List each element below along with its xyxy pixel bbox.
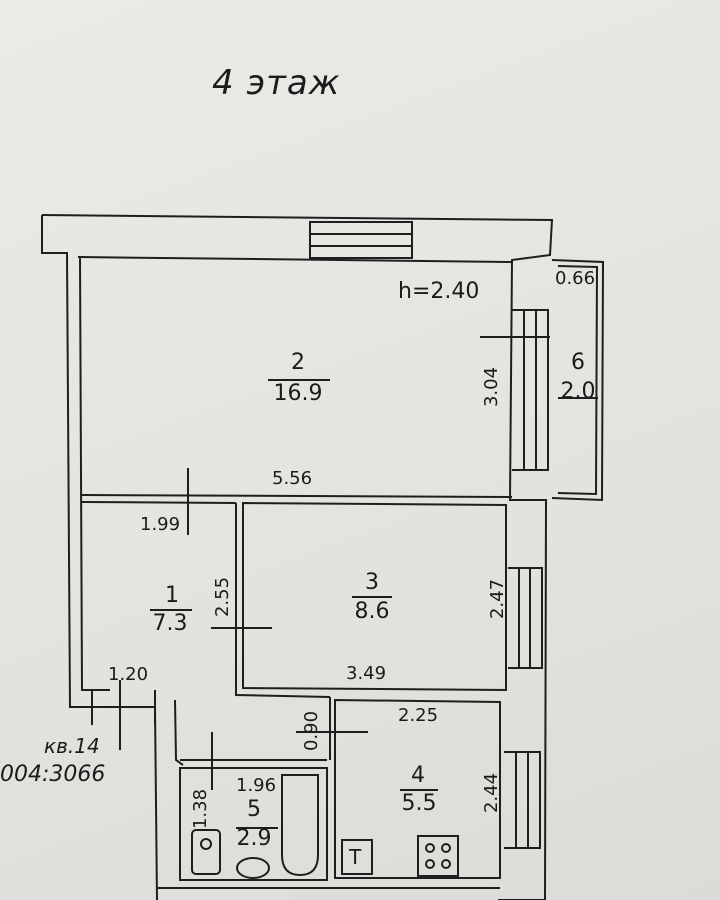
stove: [417, 835, 459, 877]
window-right-3: [504, 751, 541, 849]
outer-wall: [41, 214, 554, 900]
room5-walls: [179, 767, 328, 881]
room-1-area: 7.3: [152, 611, 188, 636]
room3-depth-label: 2.47: [487, 578, 509, 620]
room4-width-label: 2.25: [398, 705, 439, 726]
room5-width-label: 1.96: [236, 775, 277, 796]
room-6-area: 2.0: [560, 379, 596, 404]
room-2-area: 16.9: [273, 381, 323, 406]
window-right-2: [508, 567, 543, 669]
room-5-number: 5: [247, 797, 261, 822]
room4-walls: [334, 698, 501, 879]
room-3-number: 3: [365, 570, 379, 595]
room2-width-label: 5.56: [272, 468, 313, 489]
room4-depth-label: 2.44: [481, 772, 503, 814]
lower-left-wall: [154, 699, 184, 900]
room1-depth-label: 2.55: [212, 576, 234, 618]
room2-depth-label: 3.04: [481, 366, 503, 408]
outer-wall-inner: [77, 256, 513, 691]
room1-width-label: 1.99: [140, 514, 181, 535]
room3-width-label: 3.49: [346, 663, 387, 684]
door-width-label: 0.90: [301, 710, 323, 752]
window-right-1: [512, 309, 549, 471]
room-6-number: 6: [571, 350, 585, 375]
sink: [236, 857, 270, 879]
room-3-area: 8.6: [354, 599, 390, 624]
floor-label: 4 этаж: [212, 63, 341, 103]
hall-width-label: 1.20: [108, 664, 149, 685]
bathtub: [281, 774, 319, 877]
room2-bottom-wall: [81, 494, 513, 498]
room-2-number: 2: [291, 350, 305, 375]
cadastral-label: 004:3066: [0, 762, 106, 787]
room3-walls: [242, 501, 507, 692]
ceiling-height-label: h=2.40: [398, 279, 480, 304]
toilet: [191, 829, 221, 875]
heater-box: [341, 839, 373, 875]
outer-wall-left: [41, 215, 97, 708]
heater-symbol: T: [349, 845, 362, 869]
room-4-area: 5.5: [401, 791, 437, 816]
room-4-number: 4: [411, 763, 425, 788]
room5-depth-label: 1.38: [190, 788, 212, 830]
balcony-outline: [551, 259, 605, 502]
window-top: [309, 221, 413, 259]
apartment-label: кв.14: [44, 734, 100, 758]
room-1-number: 1: [165, 583, 179, 608]
balcony-width-label: 0.66: [555, 268, 596, 289]
room-5-area: 2.9: [236, 826, 272, 851]
